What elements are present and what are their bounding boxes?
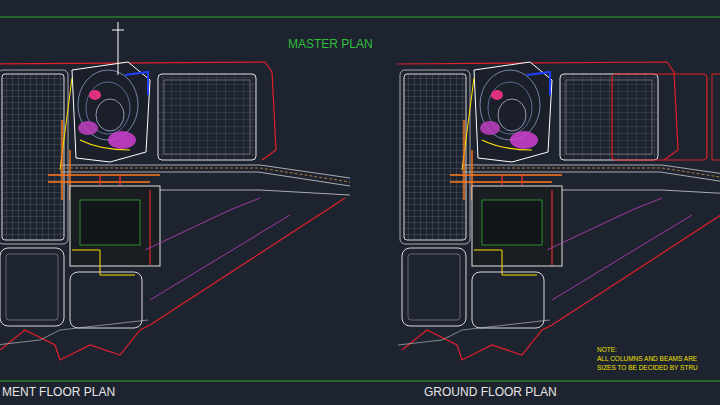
note-text: SIZES TO BE DECIDED BY STRU — [596, 364, 699, 371]
drawing-title: MASTER PLAN — [288, 38, 373, 51]
basement-plan — [0, 22, 350, 360]
ground-floor-plan — [397, 62, 720, 360]
note-text: NOTE: — [596, 346, 618, 353]
frame-line — [0, 17, 720, 18]
note-text: ALL COLUMNS AND BEAMS ARE — [596, 355, 698, 362]
ground-floor-extension — [612, 74, 720, 160]
frame-line — [0, 381, 720, 382]
plan-title: MENT FLOOR PLAN — [2, 386, 115, 399]
plan-title: GROUND FLOOR PLAN — [424, 386, 557, 399]
